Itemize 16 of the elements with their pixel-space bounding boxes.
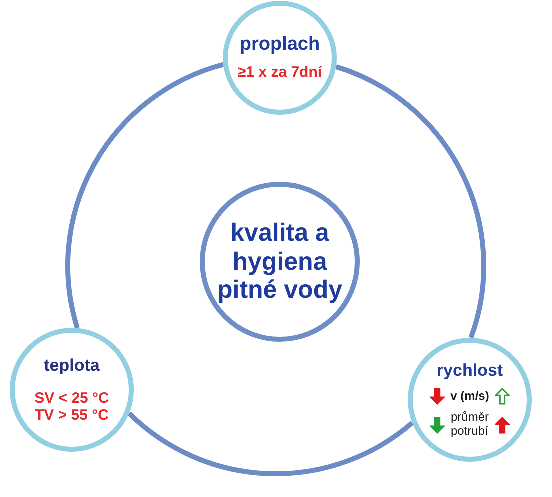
ring-arc [128,412,414,476]
topic-circle [10,328,134,452]
node-title: teplota [44,356,100,376]
topic-circle [223,1,337,115]
ring-arc [335,64,486,339]
node-text: TV > 55 °C [35,406,109,424]
topic-circle [408,338,532,462]
node-text: ≥1 x za 7dní [238,64,322,82]
center-circle [200,182,360,342]
node-text: SV < 25 °C [34,390,110,407]
node-title: rychlost [436,360,504,380]
center-title: kvalita a hygiena pitné vody [216,218,344,306]
node-text: průměr potrubí [450,411,489,440]
ring-arc [66,62,224,329]
node-text: v (m/s) [450,390,490,404]
node-title: proplach [240,34,320,56]
